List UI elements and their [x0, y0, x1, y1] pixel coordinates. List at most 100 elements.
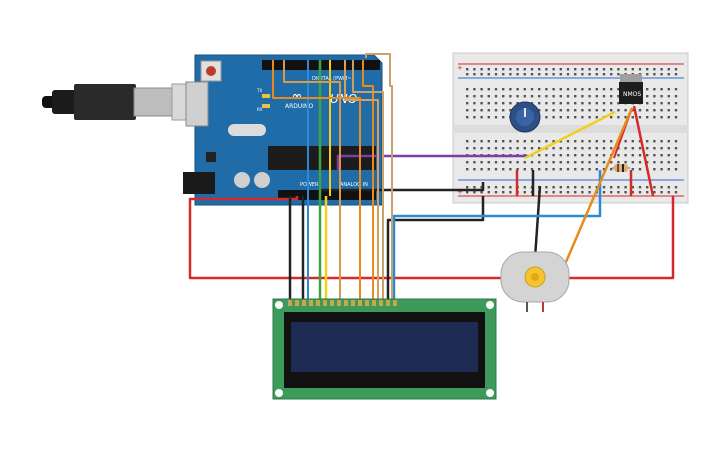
arduino-uno-board[interactable]: ∞ ARDUINO UNO DIGITAL (PWM~) POWER ANALO… — [183, 54, 383, 206]
breadboard-hole — [559, 95, 562, 98]
breadboard-hole — [494, 68, 498, 71]
breadboard-hole — [494, 161, 498, 164]
breadboard-hole — [574, 73, 577, 76]
breadboard-hole — [494, 191, 498, 194]
breadboard-hole — [552, 95, 555, 98]
breadboard-hole — [559, 116, 562, 119]
breadboard-hole — [545, 88, 548, 91]
breadboard-hole — [646, 95, 649, 98]
breadboard-hole — [487, 73, 490, 76]
breadboard-hole — [509, 147, 512, 150]
breadboard-hole — [566, 88, 570, 91]
breadboard-hole — [509, 102, 512, 105]
breadboard-hole — [653, 154, 656, 157]
breadboard-hole — [581, 186, 584, 189]
breadboard-hole — [552, 116, 555, 119]
brand-text: ARDUINO — [285, 103, 314, 110]
breadboard-hole — [559, 68, 562, 71]
wire-orange-d7 — [283, 60, 341, 300]
breadboard-hole — [487, 68, 490, 71]
reset-button[interactable] — [206, 66, 216, 76]
breadboard-hole — [566, 154, 570, 157]
wire-tan-en — [365, 53, 393, 301]
analog-label: ANALOG IN — [340, 182, 368, 188]
breadboard-hole — [559, 88, 562, 91]
breadboard-hole — [631, 191, 634, 194]
breadboard-hole — [674, 68, 678, 71]
breadboard-hole — [559, 186, 562, 189]
breadboard-hole — [509, 161, 512, 164]
breadboard-hole — [552, 140, 555, 143]
breadboard-hole — [538, 68, 541, 71]
breadboard-hole — [545, 109, 548, 112]
breadboard-hole — [487, 88, 490, 91]
breadboard-hole — [610, 168, 613, 171]
breadboard-hole — [581, 109, 584, 112]
breadboard-hole — [674, 95, 678, 98]
wire-orange-d4 — [362, 60, 374, 301]
breadboard-hole — [624, 161, 627, 164]
breadboard-hole — [574, 168, 577, 171]
breadboard-hole — [502, 73, 505, 76]
usb-port — [185, 81, 209, 127]
breadboard-hole — [646, 116, 649, 119]
breadboard-hole — [581, 147, 584, 150]
lcd-pin — [295, 300, 299, 306]
breadboard-hole — [538, 168, 541, 171]
breadboard-hole — [610, 191, 613, 194]
breadboard-hole — [538, 73, 541, 76]
breadboard-hole — [602, 102, 606, 105]
breadboard-hole — [530, 161, 534, 164]
breadboard-hole — [588, 154, 591, 157]
breadboard-hole — [588, 147, 591, 150]
breadboard-hole — [667, 68, 670, 71]
potentiometer[interactable] — [509, 101, 541, 133]
breadboard-hole — [494, 73, 498, 76]
breadboard-hole — [667, 102, 670, 105]
breadboard-hole — [595, 102, 598, 105]
breadboard-hole — [610, 102, 613, 105]
breadboard-hole — [660, 88, 663, 91]
breadboard-hole — [502, 186, 505, 189]
breadboard-hole — [610, 88, 613, 91]
breadboard-hole — [595, 168, 598, 171]
breadboard-hole — [638, 168, 642, 171]
breadboard-hole — [660, 161, 663, 164]
breadboard-hole — [545, 191, 548, 194]
breadboard-hole — [617, 88, 620, 91]
breadboard-hole — [638, 154, 642, 157]
breadboard-hole — [581, 191, 584, 194]
breadboard-hole — [624, 109, 627, 112]
breadboard-hole — [581, 95, 584, 98]
breadboard-hole — [480, 95, 483, 98]
breadboard-hole — [523, 186, 526, 189]
breadboard-hole — [538, 154, 541, 157]
breadboard-hole — [552, 88, 555, 91]
lcd-pin — [323, 300, 327, 306]
wire-red-mosfet — [632, 105, 655, 197]
breadboard-hole — [574, 68, 577, 71]
breadboard-hole — [674, 109, 678, 112]
breadboard-hole — [646, 68, 649, 71]
breadboard-hole — [494, 186, 498, 189]
wire-orange-rs — [272, 60, 361, 301]
lcd-pin — [288, 300, 292, 306]
breadboard-hole — [602, 88, 606, 91]
breadboard-hole — [638, 191, 642, 194]
nmos-label: NMOS — [623, 91, 641, 98]
breadboard-hole — [487, 161, 490, 164]
breadboard-hole — [466, 88, 469, 91]
breadboard-hole — [617, 116, 620, 119]
breadboard-hole — [638, 147, 642, 150]
breadboard-hole — [473, 95, 476, 98]
breadboard-hole — [566, 73, 570, 76]
arduino-logo: ∞ — [292, 89, 302, 103]
breadboard-hole — [473, 88, 476, 91]
breadboard-hole — [523, 191, 526, 194]
breadboard-hole — [523, 140, 526, 143]
dc-motor — [500, 251, 570, 312]
breadboard-hole — [552, 73, 555, 76]
breadboard-hole — [595, 116, 598, 119]
breadboard-hole — [588, 161, 591, 164]
breadboard-hole — [466, 161, 469, 164]
